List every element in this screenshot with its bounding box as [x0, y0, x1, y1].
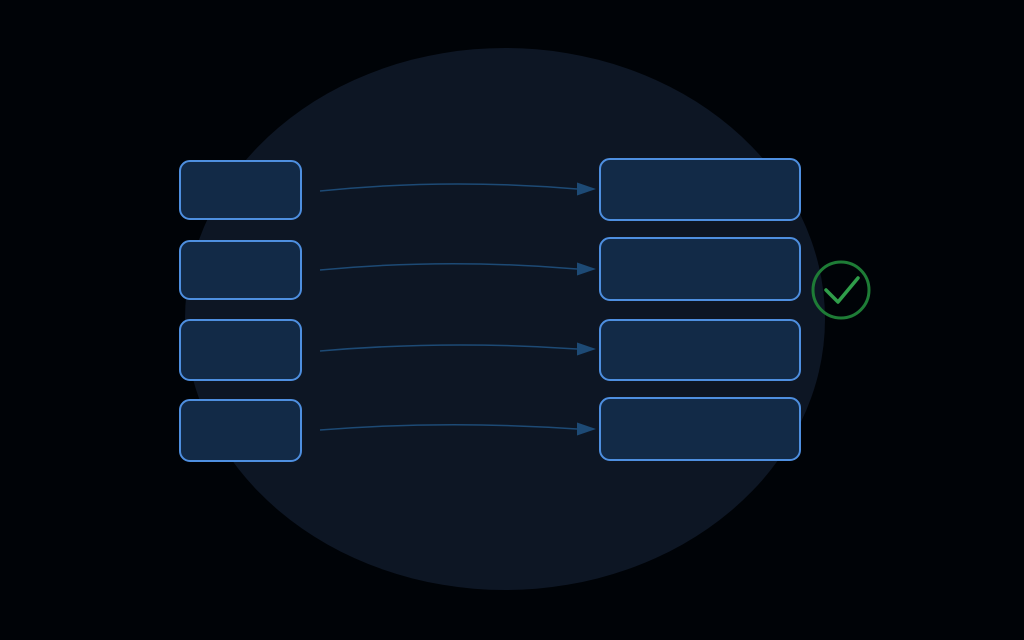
arrowhead-icon [577, 342, 596, 356]
arrowhead-icon [577, 182, 596, 196]
left-box-1[interactable] [179, 160, 302, 220]
connector-arrow-2 [319, 262, 596, 276]
right-box-4[interactable] [599, 397, 801, 461]
check-ring [811, 260, 871, 320]
arrowhead-icon [577, 262, 596, 276]
connector-arrow-1 [319, 182, 596, 196]
connector-arrow-3 [319, 342, 596, 356]
connector-line-4 [319, 423, 578, 431]
connectors [319, 182, 596, 436]
arrowhead-icon [577, 422, 596, 436]
right-box-2[interactable] [599, 237, 801, 301]
left-column [179, 160, 302, 462]
left-box-2[interactable] [179, 240, 302, 300]
right-column [599, 158, 801, 461]
left-box-4[interactable] [179, 399, 302, 462]
left-box-3[interactable] [179, 319, 302, 381]
right-box-1[interactable] [599, 158, 801, 221]
check-circle-icon [811, 260, 871, 320]
connector-line-3 [319, 344, 578, 352]
connector-line-1 [319, 183, 578, 192]
connector-line-2 [319, 262, 578, 271]
check-mark [824, 276, 860, 304]
connector-arrow-4 [319, 422, 596, 436]
right-box-3[interactable] [599, 319, 801, 381]
